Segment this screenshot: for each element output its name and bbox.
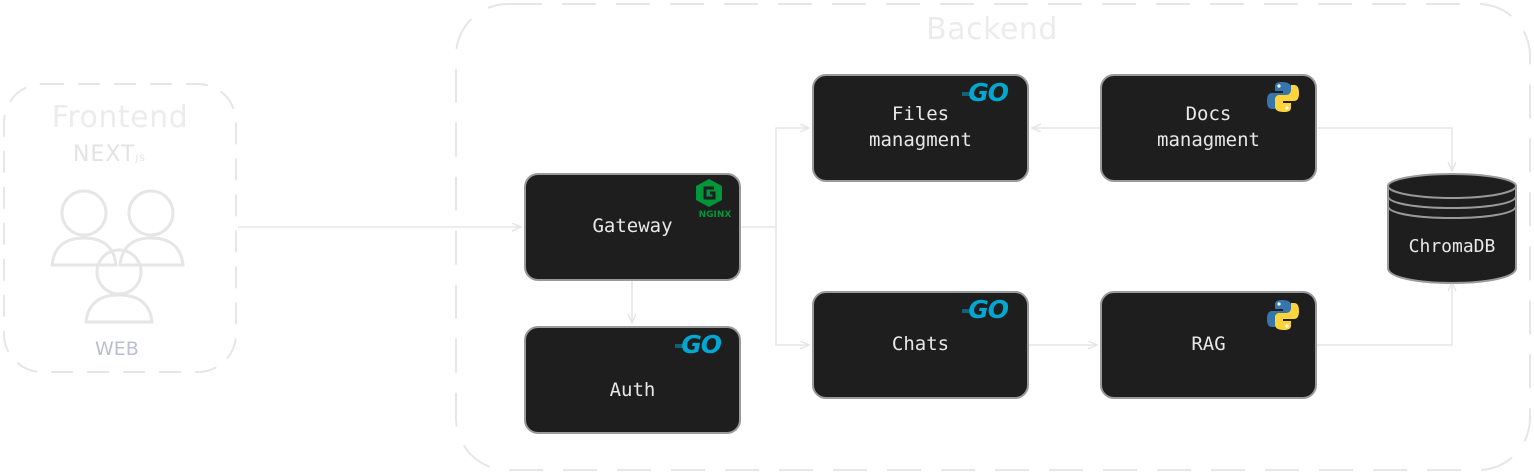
nginx-logo-icon: NGINX [692,178,738,220]
edge-rag-database [1316,283,1452,346]
python-logo-icon [1266,80,1300,114]
go-logo-icon: ═GO [962,78,1009,107]
docs-managment-node[interactable]: Docs managment [1100,74,1317,182]
chats-label: Chats [891,333,950,356]
nextjs-logo-icon: NEXTJS [73,142,146,167]
auth-label: Auth [609,379,656,402]
nginx-logo-text: NGINX [699,210,732,218]
edge-docs-database [1316,127,1452,170]
nextjs-logo-text: NEXT [73,142,136,167]
go-logo-text: GO [681,330,722,359]
edge-gateway-split [741,128,808,228]
go-logo-icon: ═GO [962,295,1009,324]
files-managment-label: Files managment [869,103,972,151]
chats-node[interactable]: Chats [812,291,1029,399]
auth-node[interactable]: Auth [524,326,741,434]
gateway-label: Gateway [592,215,673,238]
python-logo-icon [1266,298,1300,332]
rag-label: RAG [1191,333,1226,356]
frontend-group-title: Frontend [51,100,189,135]
gateway-node[interactable]: Gateway [524,173,741,281]
go-logo-text: GO [968,78,1009,107]
nextjs-logo-suffix: JS [135,154,146,164]
files-managment-node[interactable]: Files managment [812,74,1029,182]
users-icon [50,189,185,324]
go-logo-text: GO [968,295,1009,324]
backend-group-title: Backend [926,12,1058,47]
backend-group-border [455,3,1531,471]
go-logo-icon: ═GO [675,330,722,359]
edge-gateway-chats [775,227,808,345]
web-client-label: WEB [95,338,139,360]
docs-managment-label: Docs managment [1157,103,1260,151]
frontend-group-border [3,83,237,373]
database-cylinder-icon [1387,173,1517,284]
chromadb-label[interactable]: ChromaDB [1408,236,1496,257]
